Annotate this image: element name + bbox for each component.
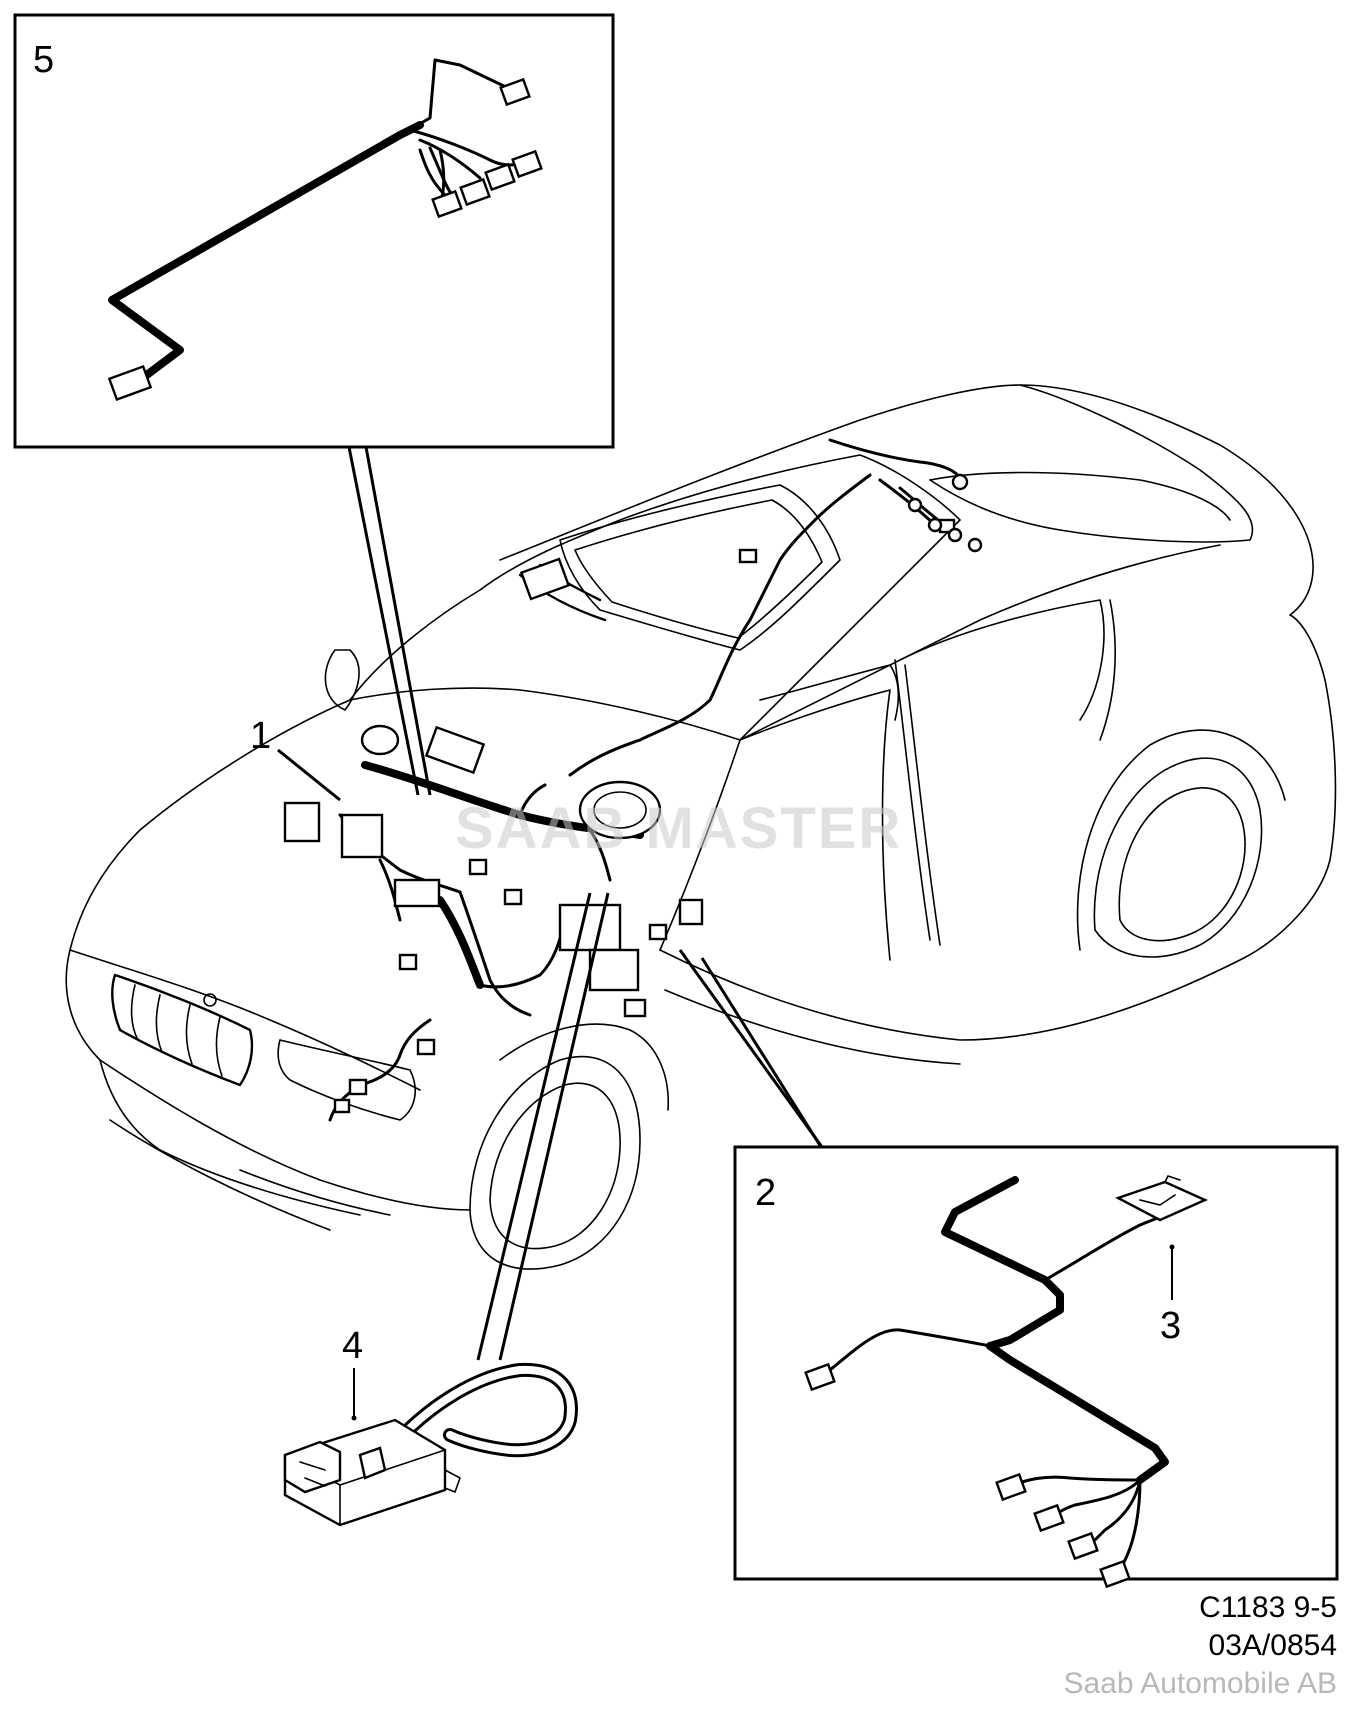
callout-4: 4 — [342, 1325, 363, 1367]
inset-box-2: 2 3 — [733, 1145, 1339, 1589]
leader-lines — [277, 446, 824, 1361]
callout-2: 2 — [755, 1172, 776, 1214]
callout-5: 5 — [33, 39, 54, 81]
caption-line-1: C1183 9-5 — [1199, 1591, 1337, 1624]
callout-3: 3 — [1160, 1305, 1181, 1347]
part-4-connector: 4 — [283, 1325, 578, 1527]
engine-bay-harness — [283, 724, 704, 1122]
car-body — [65, 384, 1337, 1270]
caption-credit: Saab Automobile AB — [1063, 1667, 1337, 1700]
caption-block: C1183 9-5 03A/0854 Saab Automobile AB — [1063, 1591, 1337, 1700]
roof-harness — [518, 438, 983, 777]
caption-line-2: 03A/0854 — [1209, 1629, 1337, 1662]
callout-1: 1 — [250, 715, 271, 757]
inset-box-5: 5 — [13, 13, 615, 449]
watermark-text: SAAB MASTER — [455, 796, 902, 861]
